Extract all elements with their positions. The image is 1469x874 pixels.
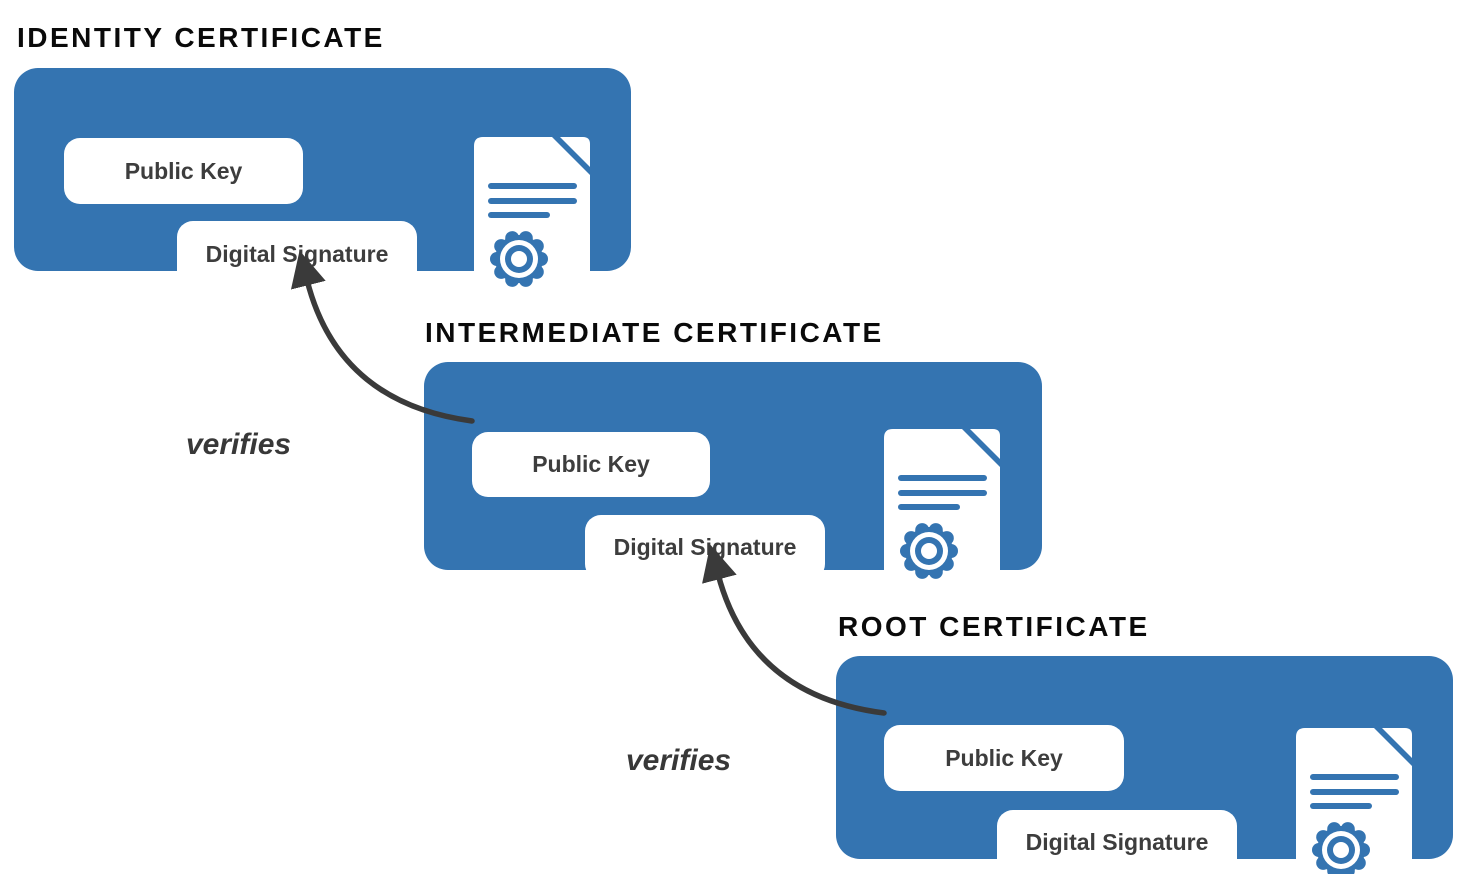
root-certificate-group: ROOT CERTIFICATE Public Key Digital Sign… xyxy=(836,611,1456,874)
verifies-label-1: verifies xyxy=(186,428,292,461)
identity-certificate-card: Public Key Digital Signature xyxy=(14,68,631,308)
verifies-label-2: verifies xyxy=(626,744,732,777)
intermediate-certificate-title: INTERMEDIATE CERTIFICATE xyxy=(425,317,884,348)
seal-icon xyxy=(490,231,548,287)
certificate-icon xyxy=(884,429,1000,600)
identity-certificate-group: IDENTITY CERTIFICATE Public Key Digital … xyxy=(14,22,634,308)
intermediate-certificate-card: Public Key Digital Signature xyxy=(424,362,1042,600)
root-certificate-card: Public Key Digital Signature xyxy=(836,656,1453,874)
certificate-icon xyxy=(474,137,590,308)
root-digital-signature-box: Digital Signature xyxy=(997,810,1237,874)
seal-icon xyxy=(900,523,958,579)
root-public-key-box: Public Key xyxy=(884,725,1124,791)
root-certificate-title: ROOT CERTIFICATE xyxy=(838,611,1150,642)
seal-icon xyxy=(1312,822,1370,874)
identity-digital-signature-box: Digital Signature xyxy=(177,221,417,288)
identity-public-key-box: Public Key xyxy=(64,138,303,204)
intermediate-public-key-box: Public Key xyxy=(472,432,710,497)
certificate-icon xyxy=(1296,728,1412,874)
identity-certificate-title: IDENTITY CERTIFICATE xyxy=(17,22,385,53)
intermediate-digital-signature-box: Digital Signature xyxy=(585,515,825,580)
intermediate-certificate-group: INTERMEDIATE CERTIFICATE Public Key Digi… xyxy=(424,317,1044,600)
